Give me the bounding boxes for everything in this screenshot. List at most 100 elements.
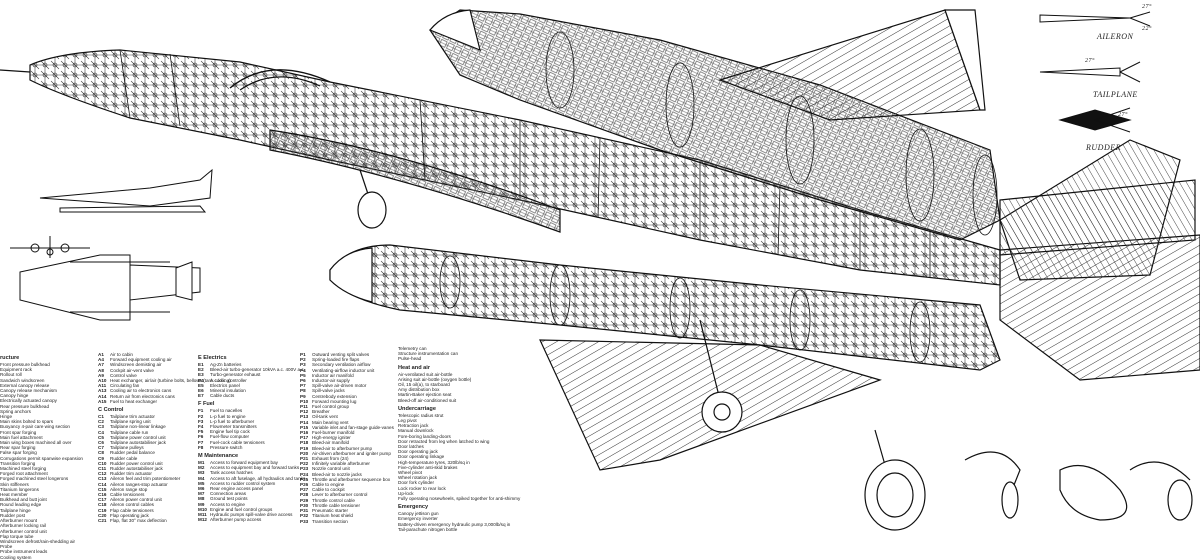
key-item-code: A9: [98, 372, 104, 378]
key-item-text: Afterburner pump access: [210, 517, 262, 523]
key-item-text: Inductor-air supply: [312, 378, 350, 384]
key-fuel-heading: F Fuel: [198, 401, 215, 408]
key-item: Tailplane hinge: [0, 507, 31, 513]
key-item-text: Ventilating-airflow inductor unit: [312, 367, 375, 373]
key-item-code: C14: [98, 481, 107, 487]
main-landing-gear: [357, 169, 743, 433]
key-item-text: Control valve: [110, 372, 137, 378]
key-item-code: C4: [98, 429, 104, 435]
key-item-text: Engine and fuel control groups: [210, 506, 273, 512]
key-item: Canopy hinge: [0, 393, 29, 399]
key-item-code: E5: [198, 382, 204, 388]
key-item-text: Cable to cockpit: [312, 487, 345, 493]
aileron-diagram: [1039, 11, 1151, 27]
key-item-code: C12: [98, 471, 107, 477]
key-item-code: F1: [198, 408, 204, 414]
key-item-code: P18: [300, 440, 309, 446]
key-undercarriage-heading: Undercarriage: [398, 405, 436, 412]
key-item-code: P21: [300, 456, 309, 462]
key-item-text: Bleed-air to afterburner pump: [312, 445, 373, 451]
key-item-code: E7: [198, 393, 204, 399]
key-item: Structure instrumentation can: [398, 351, 459, 357]
key-item-code: P13: [300, 414, 309, 420]
key-item-text: Nozzle control unit: [312, 466, 350, 472]
key-item-code: P22: [300, 461, 309, 467]
key-item-text: Cooling air to electronics cans: [110, 388, 172, 394]
key-item-code: M2: [198, 465, 205, 471]
upper-fuselage: [0, 49, 1001, 286]
aileron-angle-label: 27°: [1142, 4, 1152, 10]
key-item-text: Throttle cable tensioner: [312, 502, 361, 508]
key-maintenance-heading: M Maintenance: [198, 453, 239, 460]
key-item-code: M5: [198, 480, 205, 486]
key-item-code: E1: [198, 362, 204, 367]
key-item-text: Cable tensioners: [110, 492, 145, 498]
key-item-code: P7: [300, 383, 306, 389]
key-item-code: C10: [98, 460, 107, 466]
key-item-text: Access to aft fuselage, all hydraulics a…: [210, 475, 306, 481]
key-item-text: Rudder cable: [110, 455, 138, 461]
key-item-code: M4: [198, 475, 205, 481]
aileron-angle2-label: 22°: [1142, 26, 1152, 32]
key-item-code: E3: [198, 372, 204, 378]
key-item-text: Titanium heat shield: [312, 513, 353, 519]
key-item: Arising suit air-bottle (oxygen bottle): [398, 376, 472, 382]
key-item-code: C17: [98, 497, 107, 503]
key-item: Air-ventilated suit air-bottle: [398, 371, 453, 377]
key-item-code: P11: [300, 404, 308, 410]
key-item-code: E4: [198, 377, 204, 383]
key-item-text: Throttle and afterburner sequence box: [312, 476, 391, 482]
key-item: M2 Access to equipment bay and forward ta…: [198, 465, 305, 470]
key-item: Emergency inverter: [398, 516, 438, 522]
key-item: Amy distribution box: [398, 387, 440, 393]
three-view-plan: [19, 254, 201, 321]
key-item-text: Fuel-burner manifold: [312, 430, 355, 436]
key-item: Forged machined steel longerons: [0, 476, 69, 482]
key-item: False spar forging: [0, 450, 37, 456]
key-item-code: P9: [300, 393, 306, 399]
key-item: Manual downlock: [398, 428, 434, 434]
key-item-text: Access to equipment bay and forward tank…: [210, 465, 300, 471]
key-structure-heading: ructure: [0, 355, 20, 361]
key-item-code: F3: [198, 418, 204, 424]
key-item: Front pressure bulkhead: [0, 362, 50, 367]
key-item: Fully operating nosewheels, spiked toget…: [398, 496, 521, 502]
key-item-text: Transition section: [312, 518, 348, 524]
tailplane-diagram: [1039, 61, 1141, 83]
key-item-text: Cable to engine: [312, 482, 345, 488]
key-item: Telescopic radius strut: [398, 412, 444, 418]
key-item-text: Aileron control cables: [110, 502, 154, 508]
key-item: Forged root attachment: [0, 471, 48, 477]
key-item-text: Access to engine: [210, 501, 245, 507]
key-item-code: A14: [98, 393, 107, 399]
key-item: Bulkhead and butt joint: [0, 497, 47, 503]
key-item: Bleed-off air-conditioned suit: [398, 397, 457, 403]
key-item-text: Oil-tank vent: [312, 414, 338, 420]
key-item-code: M12: [198, 517, 207, 523]
